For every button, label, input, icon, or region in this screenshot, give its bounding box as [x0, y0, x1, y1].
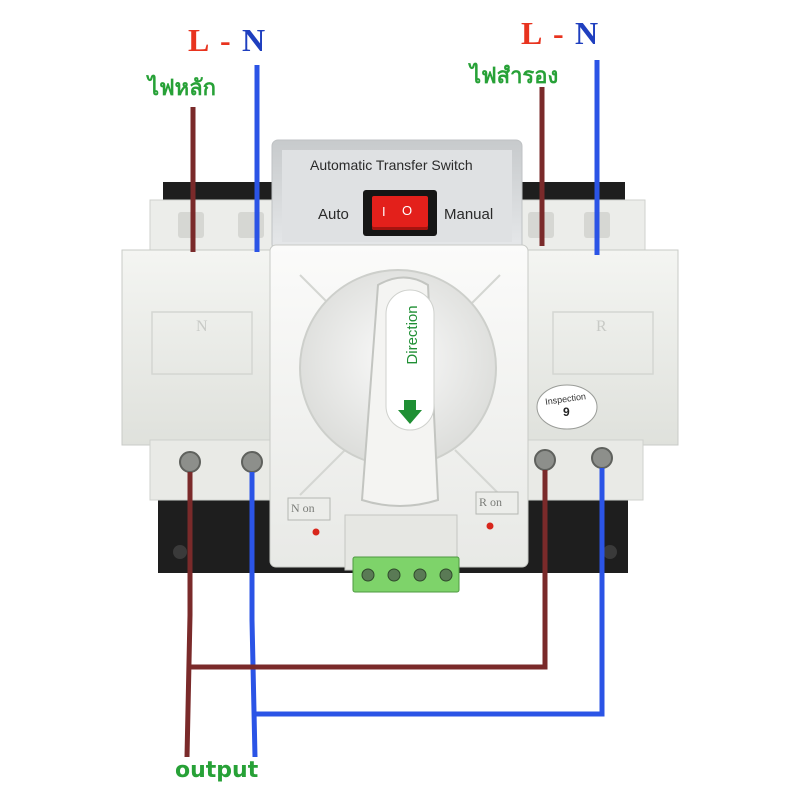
inspection-sticker	[536, 384, 598, 430]
backup-separator: -	[553, 15, 564, 51]
direction-badge	[385, 289, 435, 431]
mount-hole	[173, 545, 187, 559]
right-terminal-housing	[517, 439, 644, 501]
mount-hole	[603, 545, 617, 559]
left-module-label-plate	[151, 311, 253, 375]
left-upper-housing	[149, 199, 286, 259]
handle-direction-text: Direction	[404, 305, 421, 365]
green-terminal-screw	[361, 568, 375, 582]
right-indicator-led	[486, 522, 494, 530]
right-indicator-window	[475, 491, 519, 515]
backup-output-neutral-wire	[255, 468, 605, 717]
face-groove	[454, 449, 501, 496]
green-terminal-block	[352, 556, 460, 593]
main-neutral-label: N	[242, 22, 266, 58]
device-title: Automatic Transfer Switch	[310, 157, 473, 173]
rocker-switch[interactable]: I O	[372, 196, 428, 230]
right-indicator-label: R on	[479, 495, 503, 509]
inspection-number: 9	[563, 405, 570, 419]
left-indicator-window	[287, 497, 331, 521]
green-terminal-screw	[413, 568, 427, 582]
right-module-label-plate	[552, 311, 654, 375]
output-label: output	[175, 758, 259, 783]
backup-output-line-wire	[190, 470, 548, 670]
left-indicator-label: N on	[291, 501, 315, 515]
green-terminal-screw	[387, 568, 401, 582]
rocker-on-symbol: I	[382, 204, 386, 219]
backup-source-caption: ไฟสำรอง	[470, 64, 559, 89]
direction-arrow-icon	[398, 400, 422, 424]
main-line-label: L	[188, 22, 210, 58]
output-neutral-wire	[249, 472, 258, 758]
face-groove	[299, 449, 346, 496]
left-module-letter: N	[196, 318, 208, 335]
auto-mode-label: Auto	[318, 206, 349, 223]
right-module-letter: R	[596, 318, 607, 335]
main-source-caption: ไฟหลัก	[148, 76, 216, 101]
main-separator: -	[220, 22, 231, 58]
terminal-screw	[179, 451, 201, 473]
terminal-screw	[591, 447, 613, 469]
left-module	[121, 249, 283, 446]
backup-line-label: L	[521, 15, 543, 51]
manual-mode-label: Manual	[444, 206, 494, 223]
left-indicator-led	[312, 528, 320, 536]
top-terminal-screw	[238, 212, 264, 238]
output-line-wire	[184, 472, 193, 758]
backup-neutral-label: N	[575, 15, 599, 51]
rocker-off-symbol: O	[402, 203, 413, 218]
green-terminal-screw	[439, 568, 453, 582]
left-terminal-housing	[149, 439, 283, 501]
terminal-screw	[534, 449, 556, 471]
terminal-screw	[241, 451, 263, 473]
